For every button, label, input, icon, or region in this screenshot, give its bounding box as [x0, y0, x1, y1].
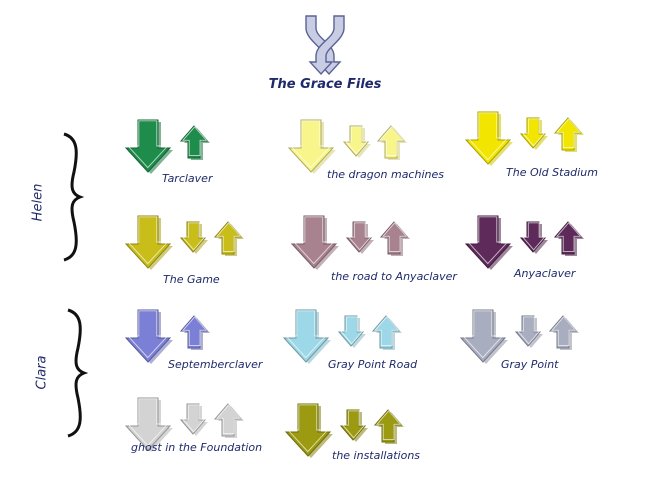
down-arrow-icon — [337, 315, 366, 348]
arrow-group — [124, 118, 210, 174]
arrow-group — [464, 214, 584, 270]
playlist-item[interactable] — [464, 214, 584, 270]
arrow-group — [282, 308, 402, 364]
up-arrow-icon — [379, 221, 410, 256]
down-arrow-icon — [519, 221, 548, 254]
playlist-item[interactable] — [459, 308, 579, 364]
up-arrow-icon — [371, 315, 402, 350]
large-down-arrow-icon — [287, 119, 336, 174]
page-title: The Grace Files — [268, 77, 382, 92]
playlist-item[interactable] — [282, 308, 402, 364]
large-down-arrow-icon — [124, 397, 173, 452]
large-down-arrow-icon — [124, 215, 173, 270]
playlist-item[interactable] — [464, 110, 584, 166]
up-arrow-icon — [213, 221, 244, 256]
arrow-group — [464, 110, 584, 166]
down-arrow-icon — [339, 409, 368, 442]
large-down-arrow-icon — [290, 215, 339, 270]
playlist-item[interactable] — [287, 118, 407, 174]
item-label: ghost in the Foundation — [131, 441, 263, 454]
playlist-item[interactable] — [124, 214, 244, 270]
item-label: Septemberclaver — [168, 358, 263, 371]
large-down-arrow-icon — [124, 309, 173, 364]
up-arrow-icon — [553, 117, 584, 152]
large-down-arrow-icon — [282, 309, 331, 364]
arrow-group — [124, 308, 210, 364]
up-arrow-icon — [179, 315, 210, 350]
large-down-arrow-icon — [284, 403, 333, 458]
down-arrow-icon — [514, 315, 543, 348]
arrow-group — [287, 118, 407, 174]
playlist-item[interactable] — [284, 402, 404, 458]
large-down-arrow-icon — [464, 111, 513, 166]
item-label: the dragon machines — [327, 168, 444, 181]
up-arrow-icon — [548, 315, 579, 350]
arrow-group — [124, 214, 244, 270]
item-label: The Game — [163, 273, 220, 286]
down-arrow-icon — [342, 125, 371, 158]
up-arrow-icon — [179, 125, 210, 160]
item-label: Gray Point — [501, 358, 559, 371]
item-label: the road to Anyaclaver — [331, 270, 457, 283]
playlist-item[interactable] — [124, 308, 210, 364]
playlist-item[interactable] — [290, 214, 410, 270]
item-label: The Old Stadium — [506, 166, 598, 179]
arrow-group — [284, 402, 404, 458]
arrow-group — [124, 396, 244, 452]
crossed-arrows-icon — [305, 15, 345, 76]
down-arrow-icon — [345, 221, 374, 254]
item-label: the installations — [332, 449, 421, 462]
item-label: Anyaclaver — [514, 267, 576, 280]
large-down-arrow-icon — [124, 119, 173, 174]
down-arrow-icon — [179, 221, 208, 254]
item-label: Tarclaver — [162, 172, 213, 185]
item-label: Gray Point Road — [328, 358, 418, 371]
playlist-item[interactable] — [124, 118, 210, 174]
large-down-arrow-icon — [459, 309, 508, 364]
group-label-clara: Clara — [34, 355, 50, 390]
arrow-group — [459, 308, 579, 364]
clara-brace-icon — [67, 308, 89, 438]
down-arrow-icon — [519, 117, 548, 150]
playlist-item[interactable] — [124, 396, 244, 452]
up-arrow-icon — [213, 403, 244, 438]
arrow-group — [290, 214, 410, 270]
group-label-helen: Helen — [30, 183, 46, 222]
up-arrow-icon — [373, 409, 404, 444]
down-arrow-icon — [179, 403, 208, 436]
large-down-arrow-icon — [464, 215, 513, 270]
up-arrow-icon — [553, 221, 584, 256]
helen-brace-icon — [63, 132, 85, 262]
up-arrow-icon — [376, 125, 407, 160]
